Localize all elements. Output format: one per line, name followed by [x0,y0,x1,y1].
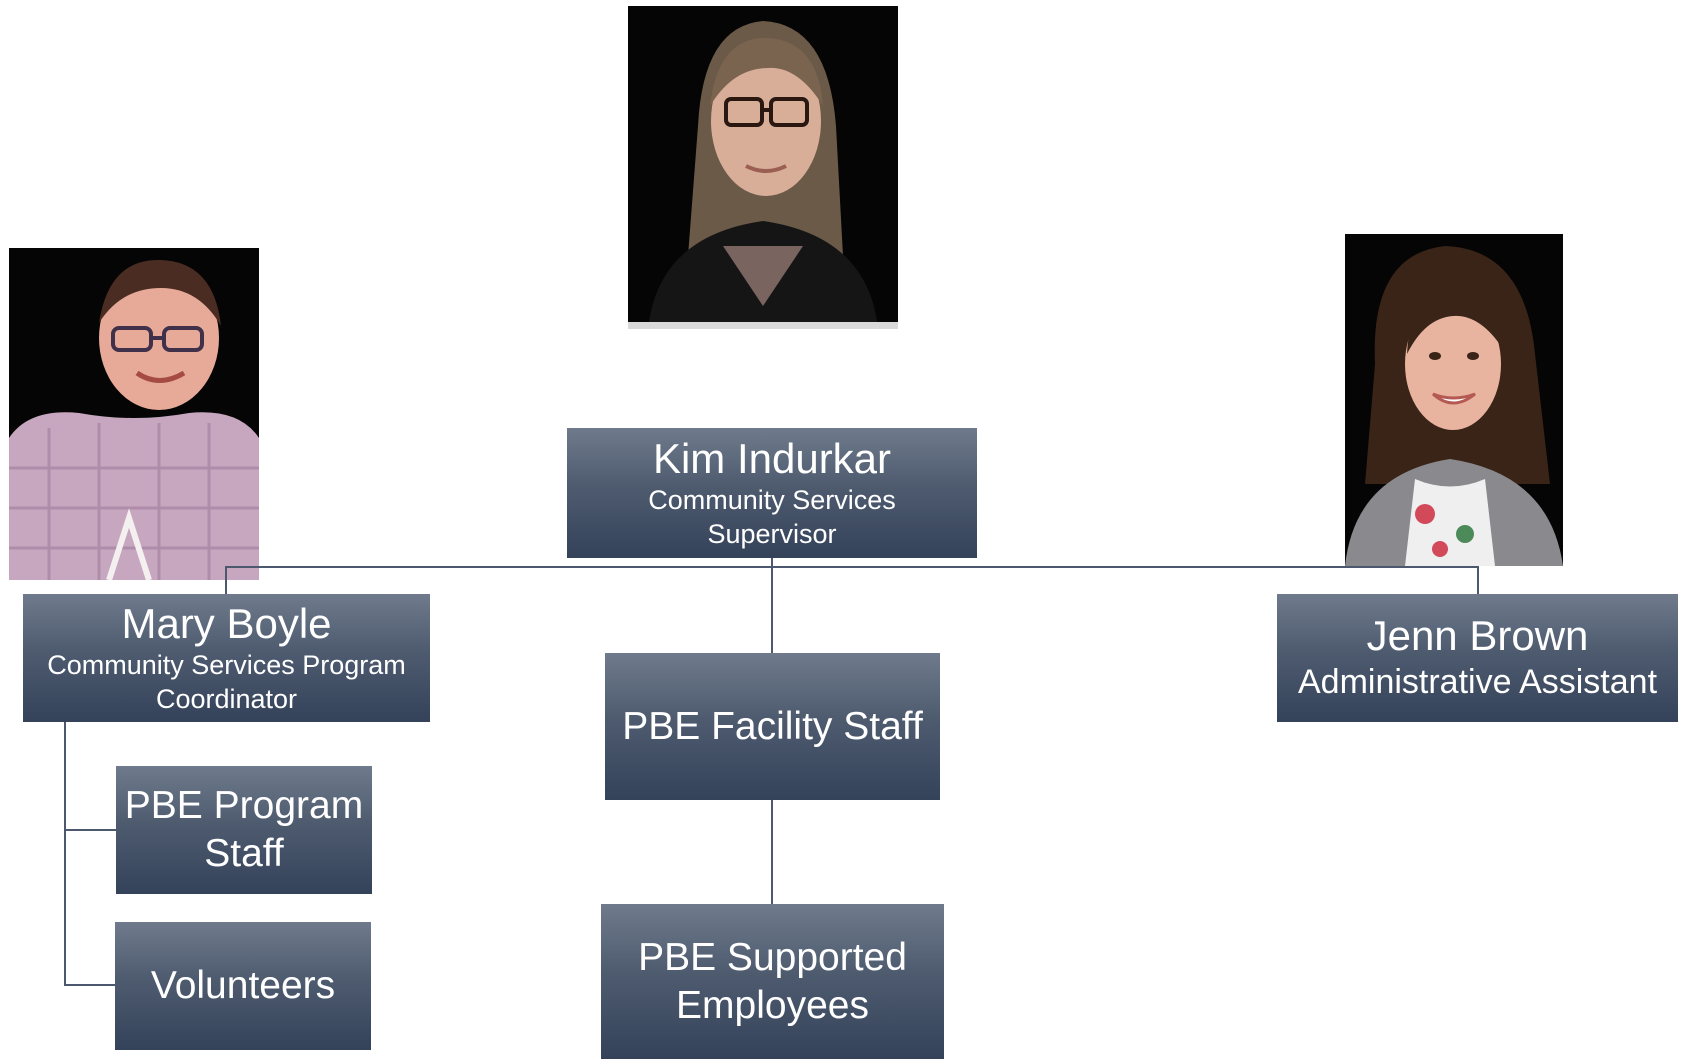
supervisor-box: Kim Indurkar Community Services Supervis… [567,428,977,558]
supervisor-title-line1: Community Services [648,485,896,515]
assistant-name: Jenn Brown [1366,612,1589,659]
program-staff-line1: PBE Program [124,784,364,827]
connector-to-coordinator [225,566,227,594]
facility-staff-label: PBE Facility Staff [622,704,923,748]
connector-supervisor-to-facility [771,557,773,653]
assistant-portrait [1345,234,1563,566]
coordinator-photo [9,248,259,580]
facility-staff-box: PBE Facility Staff [605,653,940,800]
program-staff-box: PBE Program Staff [116,766,372,894]
supported-employees-box: PBE Supported Employees [601,904,944,1059]
assistant-photo [1345,234,1563,566]
supported-employees-line1: PBE Supported [638,935,907,979]
coordinator-portrait [9,248,259,580]
connector-to-program-staff [64,829,116,831]
supervisor-photo [628,6,898,329]
coordinator-title-line1: Community Services Program [47,650,406,680]
supported-employees-line2: Employees [676,983,869,1027]
assistant-title: Administrative Assistant [1297,663,1658,701]
coordinator-name: Mary Boyle [121,600,332,647]
connector-to-assistant [1477,566,1479,594]
coordinator-title-line2: Coordinator [155,684,298,714]
supervisor-name: Kim Indurkar [652,435,892,482]
connector-facility-to-supported [771,800,773,904]
connector-coordinator-vertical [64,722,66,986]
connector-horizontal-main [226,566,1479,568]
supervisor-portrait [628,6,898,329]
volunteers-box: Volunteers [115,922,371,1050]
supervisor-title-line2: Supervisor [707,519,837,549]
assistant-box: Jenn Brown Administrative Assistant [1277,594,1678,722]
program-staff-line2: Staff [204,832,284,875]
connector-to-volunteers [64,984,116,986]
volunteers-label: Volunteers [150,964,336,1007]
coordinator-box: Mary Boyle Community Services Program Co… [23,594,430,722]
